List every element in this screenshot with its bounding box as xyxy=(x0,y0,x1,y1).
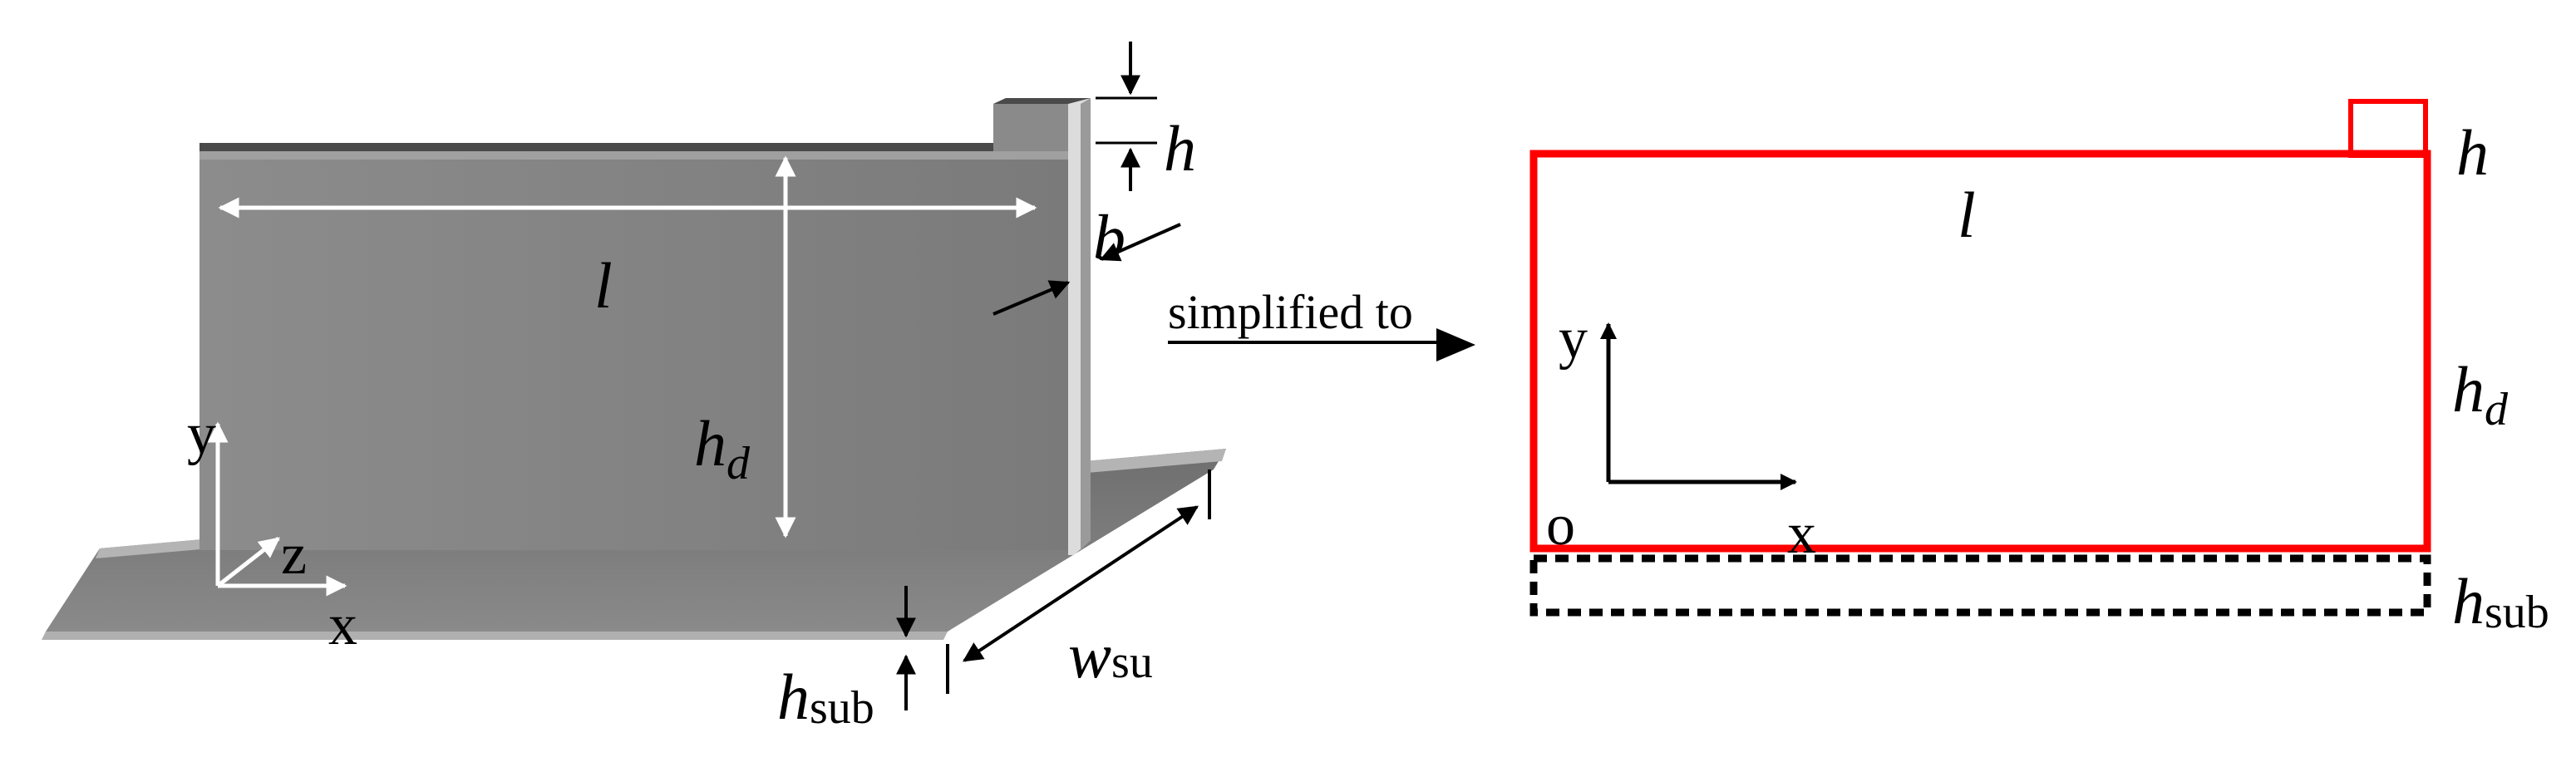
substrate-width-arrow xyxy=(962,505,1199,662)
right-origin-label: o xyxy=(1546,494,1575,558)
simplified-to-label: simplified to xyxy=(1168,285,1413,339)
substrate-height-label-left: hsub xyxy=(777,661,874,734)
left-y-label: y xyxy=(187,402,216,466)
right-length-label: l xyxy=(1958,179,1976,251)
right-substrate-height-label: hsub xyxy=(2452,565,2549,638)
dam-height-label: hd xyxy=(694,407,751,489)
dam-outline xyxy=(1529,150,2431,553)
thickness-arrow-left xyxy=(992,280,1071,316)
right-step-height-label: h xyxy=(2456,116,2489,189)
substrate-outline xyxy=(1529,554,2431,617)
simplification-arrowhead xyxy=(1436,328,1475,361)
left-axes: y z x xyxy=(187,402,357,657)
dam-top-bevel xyxy=(199,151,1081,160)
right-2d-figure: l h hd hsub y o x xyxy=(1529,99,2549,638)
thickness-label: b xyxy=(1093,201,1125,273)
step-block-top xyxy=(993,98,1091,104)
length-label: l xyxy=(594,249,613,322)
left-3d-figure: l hd h b wsu hsub y z xyxy=(42,42,1226,734)
step-height-label: h xyxy=(1164,112,1196,184)
right-x-label: x xyxy=(1787,502,1816,566)
right-y-label: y xyxy=(1559,307,1588,371)
dam-side-shade xyxy=(1081,98,1091,550)
right-axes: y o x xyxy=(1546,307,1816,566)
substrate-front-edge xyxy=(42,632,948,640)
step-outline xyxy=(2348,99,2428,158)
dam-front-face xyxy=(199,151,1081,550)
simplification-arrow-group: simplified to xyxy=(1168,285,1475,361)
thickness-arrow-right xyxy=(1099,223,1181,262)
left-z-label: z xyxy=(281,523,307,587)
right-dam-height-label: hd xyxy=(2452,353,2509,435)
step-block xyxy=(993,104,1081,151)
left-x-label: x xyxy=(328,593,357,657)
left-z-axis xyxy=(216,537,280,587)
substrate-width-label: wsu xyxy=(1068,619,1153,691)
